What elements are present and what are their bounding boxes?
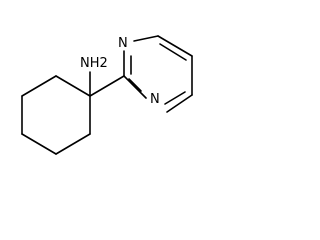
bond-c4-c5 [157, 35, 193, 57]
bond-n1-c2prime-double [128, 78, 142, 92]
bond-c6-c7 [166, 94, 193, 113]
bond-c6-c7-double [164, 91, 186, 105]
bond-c4-c5 [21, 133, 57, 155]
bond-n1-c2prime [123, 75, 147, 99]
cyclohexane-ring [21, 75, 91, 155]
bond-n3-c4 [133, 35, 159, 42]
bond-c1-c2prime [89, 75, 125, 97]
bond-c4-c5-double [159, 43, 187, 61]
bond-c5-c6 [55, 133, 91, 155]
pyrimidine-ring [123, 35, 193, 113]
bond-c2-c3 [21, 75, 57, 97]
amine-label: NH2 [80, 56, 108, 71]
ring-nitrogen-top-label: N [118, 36, 128, 51]
structure-diagram: NH2 N N [21, 35, 193, 155]
ring-nitrogen-bottom-label: N [150, 92, 160, 107]
bond-c1-c2 [55, 75, 91, 97]
